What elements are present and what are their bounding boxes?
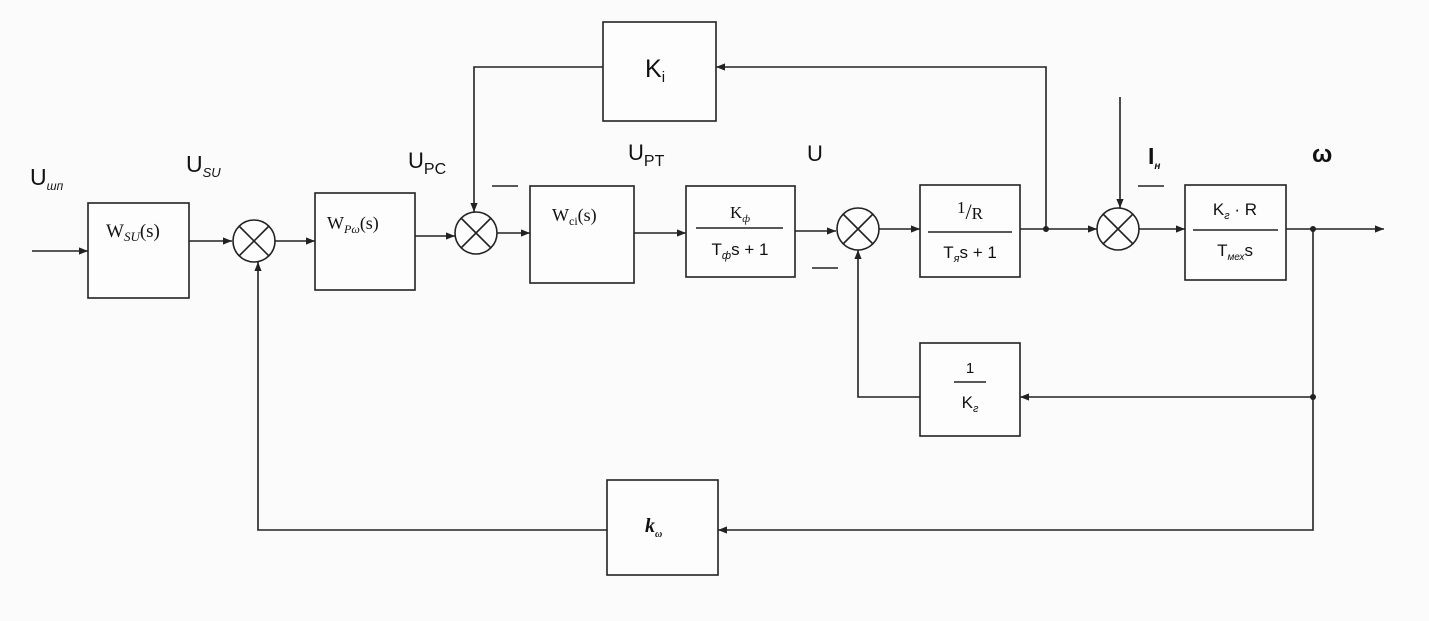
summing-junction-3 [836,207,880,251]
summing-junction-2 [454,211,498,255]
signal-u-input: Uшп [30,164,64,193]
block-emf [919,342,1021,437]
block-armature [919,184,1021,278]
block-filter-num: Kф [730,203,750,225]
signal-u-su: USU [186,151,221,180]
signal-u-pc: UPC [408,148,446,178]
block-motor [1184,184,1287,281]
kw-output-line [254,262,607,531]
block-armature-den: Tяs + 1 [943,243,997,265]
block-emf-num: 1 [966,360,974,377]
block-motor-den: Tмехs [1217,241,1253,263]
block-w-su-label: WSU(s) [106,221,160,244]
block-w-rw [314,192,416,291]
emf-output-line [854,250,920,398]
ki-output-line [470,66,603,212]
signal-omega: ω [1312,141,1332,168]
block-emf-den: Kг [962,393,979,415]
block-k-w-label: kω [645,515,662,540]
block-armature-num: 1/R [957,198,984,224]
current-feedback-line [716,63,1047,229]
block-filter-den: Tфs + 1 [712,240,769,262]
block-k-w [606,479,719,576]
block-w-ci [529,185,635,284]
summing-junction-4 [1096,207,1140,251]
block-k-i [602,21,717,122]
block-w-rw-label: WРω(s) [327,213,379,236]
block-filter [685,185,796,278]
block-w-ci-label: Wci(s) [552,205,597,228]
summing-junction-1 [232,219,276,263]
signal-i-load: Iн [1148,143,1160,172]
signal-u: U [807,141,823,166]
speed-feedback-line [718,397,1314,534]
signal-u-pt: UPT [628,140,665,170]
block-w-su [87,202,190,299]
block-k-i-label: Ki [645,55,665,86]
block-motor-num: Kг · R [1213,200,1257,222]
